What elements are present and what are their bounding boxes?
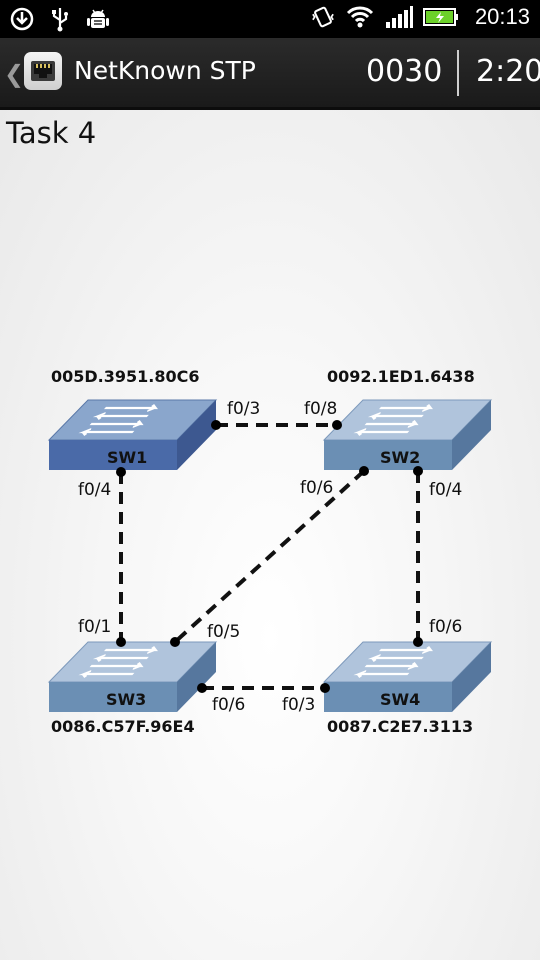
app-title: NetKnown STP [74, 56, 256, 85]
countdown-timer: 2:20 [476, 54, 540, 89]
port-dot-sw1-f0-4[interactable] [116, 467, 126, 477]
download-icon [10, 7, 34, 31]
port-dot-sw4-f0-6[interactable] [413, 637, 423, 647]
port-label-sw2-f0-6: f0/6 [300, 478, 333, 498]
switch-sw2[interactable]: SW2 [322, 399, 493, 470]
battery-charging-icon [422, 8, 458, 26]
port-dot-sw2-f0-4[interactable] [413, 466, 423, 476]
switch-name-sw1: SW1 [107, 448, 147, 467]
port-label-sw3-f0-6: f0/6 [212, 695, 245, 715]
port-label-sw2-f0-8: f0/8 [304, 399, 337, 419]
port-label-sw1-f0-4: f0/4 [78, 480, 111, 500]
port-label-sw4-f0-3: f0/3 [282, 695, 315, 715]
wifi-icon [346, 6, 373, 28]
switch-arrows-icon [78, 646, 158, 678]
port-dot-sw3-f0-6[interactable] [197, 683, 207, 693]
ethernet-port-icon [31, 61, 55, 81]
mac-label-sw3: 0086.C57F.96E4 [51, 717, 195, 736]
port-label-sw3-f0-1: f0/1 [78, 617, 111, 637]
mac-label-sw4: 0087.C2E7.3113 [327, 717, 473, 736]
action-bar: ❮ NetKnown STP 0030 2:20 [0, 38, 540, 110]
mac-label-sw2: 0092.1ED1.6438 [327, 367, 475, 386]
android-debug-icon [87, 9, 109, 28]
switch-arrows-icon [353, 404, 433, 436]
vibrate-icon [312, 6, 334, 28]
port-dot-sw2-f0-6[interactable] [359, 466, 369, 476]
switch-name-sw2: SW2 [380, 448, 420, 467]
score-counter: 0030 [366, 54, 443, 89]
port-dot-sw3-f0-5[interactable] [170, 637, 180, 647]
app-icon[interactable] [24, 52, 62, 90]
mac-label-sw1: 005D.3951.80C6 [51, 367, 200, 386]
stp-topology-diagram: SW1 SW2 SW3 [47, 367, 493, 736]
link-sw2-sw3[interactable] [173, 469, 366, 644]
back-chevron-icon[interactable]: ❮ [4, 60, 25, 88]
action-bar-divider [457, 50, 459, 96]
usb-icon [52, 8, 68, 32]
port-label-sw2-f0-4: f0/4 [429, 480, 462, 500]
switch-sw4[interactable]: SW4 [322, 641, 493, 712]
switch-arrows-icon [78, 404, 158, 436]
port-dot-sw3-f0-1[interactable] [116, 637, 126, 647]
port-dot-sw1-f0-3[interactable] [211, 420, 221, 430]
port-label-sw1-f0-3: f0/3 [227, 399, 260, 419]
status-bar: 20:13 [0, 0, 540, 38]
port-dot-sw4-f0-3[interactable] [320, 683, 330, 693]
switch-sw3[interactable]: SW3 [47, 641, 218, 712]
switch-sw1[interactable]: SW1 [47, 399, 218, 470]
switch-name-sw3: SW3 [106, 690, 146, 709]
task-content: Task 4 SW1 [0, 110, 540, 960]
port-label-sw4-f0-6: f0/6 [429, 617, 462, 637]
port-label-sw3-f0-5: f0/5 [207, 622, 240, 642]
port-dot-sw2-f0-8[interactable] [332, 420, 342, 430]
signal-icon [385, 6, 413, 28]
switch-name-sw4: SW4 [380, 690, 420, 709]
switch-arrows-icon [353, 646, 433, 678]
task-title: Task 4 [6, 116, 97, 150]
status-clock: 20:13 [474, 4, 530, 29]
